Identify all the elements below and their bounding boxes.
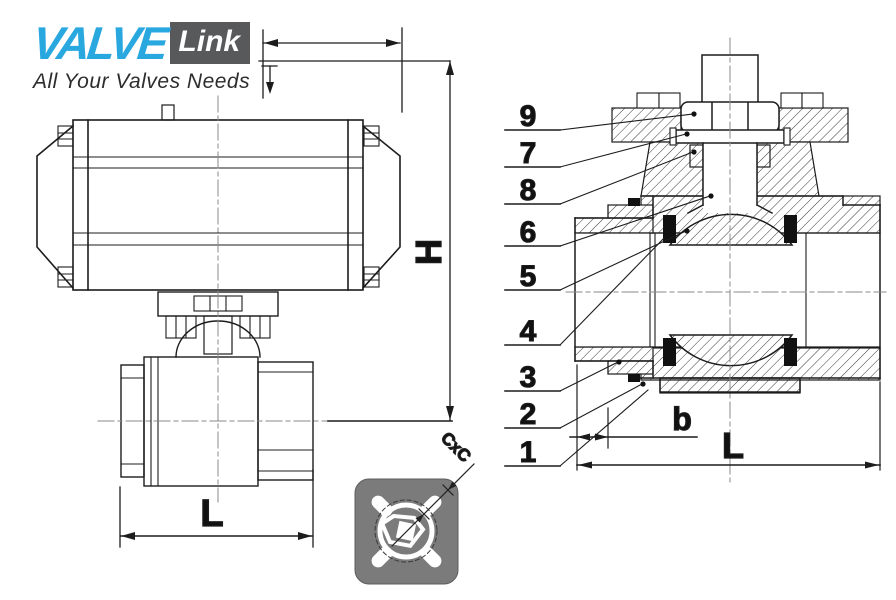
brand-tagline: All Your Valves Needs — [33, 70, 251, 93]
flange-ring — [377, 502, 435, 560]
section-centerlines — [565, 37, 887, 483]
callout-7: 7 — [520, 137, 537, 170]
dimension-b: b — [569, 364, 698, 471]
callout-9: 9 — [520, 100, 537, 133]
dim-h-label: H — [408, 239, 449, 265]
valve-body-side — [120, 291, 314, 487]
callout-4: 4 — [520, 315, 537, 348]
dimension-h: H — [327, 60, 454, 422]
callout-3: 3 — [520, 361, 537, 394]
dimension-l-section: L — [576, 381, 881, 471]
dim-l-side-label: L — [200, 493, 223, 535]
dim-b-label: b — [672, 401, 692, 437]
ball — [668, 213, 794, 367]
brand-name-secondary: Link — [170, 22, 251, 64]
part-callouts: 9 7 8 6 5 4 3 2 1 — [504, 99, 714, 470]
side-view-centerlines — [97, 95, 333, 503]
callout-1: 1 — [520, 436, 537, 469]
actuator-bolts — [57, 125, 380, 288]
body-gasket — [628, 198, 640, 206]
flange-pilot-circle — [374, 499, 438, 563]
stem-hex — [379, 513, 426, 549]
dimension-l-side: L — [119, 469, 314, 548]
callout-6: 6 — [520, 216, 537, 249]
flange-bottom-view: CxC — [354, 428, 475, 585]
side-view-drawing: H L — [36, 27, 454, 548]
dim-l-section-label: L — [722, 425, 744, 466]
body-gasket — [628, 374, 640, 382]
valve-seats — [628, 198, 797, 382]
section-view-drawing: 9 7 8 6 5 4 3 2 1 — [504, 37, 887, 483]
callout-5: 5 — [520, 260, 537, 293]
body-outlines — [574, 195, 881, 393]
top-dimension-lines — [258, 27, 451, 113]
brand-logo: VALVE Link All Your Valves Needs — [30, 17, 251, 94]
dim-cxc-label: CxC — [437, 428, 474, 465]
bore-openings — [576, 142, 878, 347]
callout-2: 2 — [520, 398, 537, 431]
callout-8: 8 — [520, 174, 537, 207]
stem-square-hole — [395, 520, 417, 542]
